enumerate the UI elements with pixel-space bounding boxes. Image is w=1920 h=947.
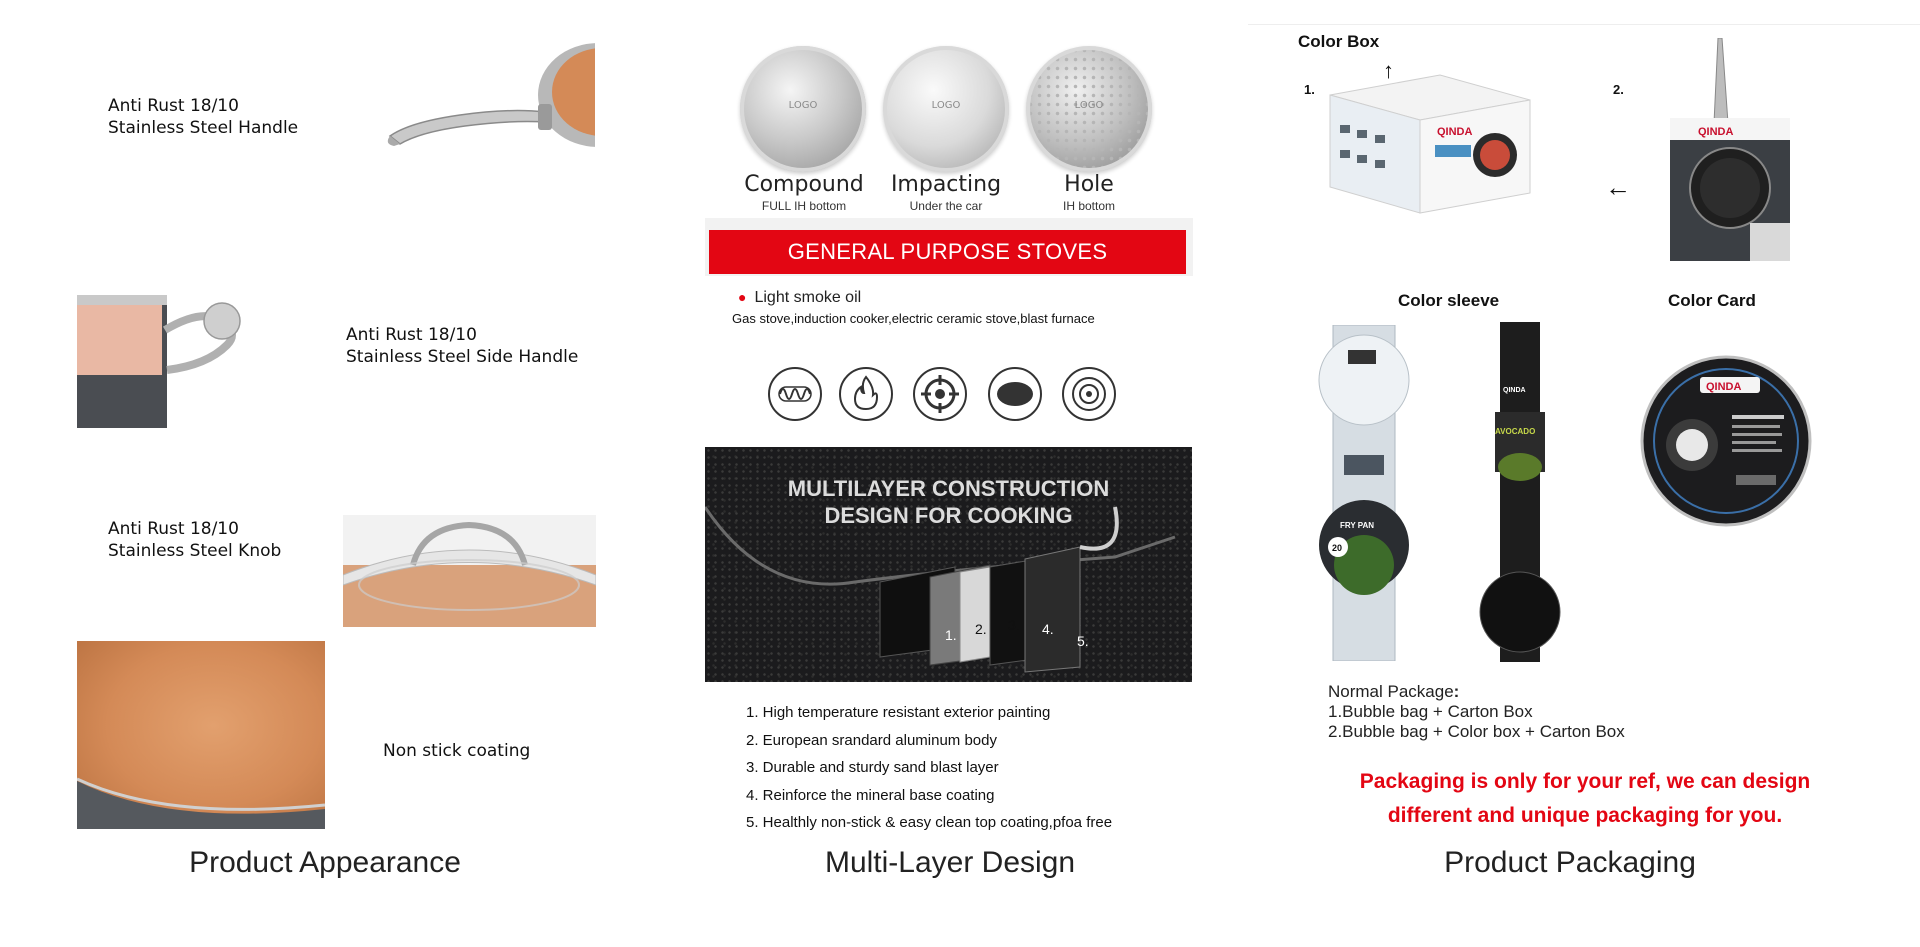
layer-list: 1. High temperature resistant exterior p… xyxy=(746,699,1112,837)
hole-subtitle: IH bottom xyxy=(1062,199,1116,213)
feature-knob-line2: Stainless Steel Knob xyxy=(108,541,282,561)
feature-knob-line1: Anti Rust 18/10 xyxy=(108,519,239,539)
induction-coil-icon xyxy=(768,367,822,421)
gas-burner-icon xyxy=(913,367,967,421)
option-2-number: 2. xyxy=(1613,82,1624,97)
impacting-subtitle: Under the car xyxy=(909,199,983,213)
arrow-left-icon: ← xyxy=(1605,172,1631,202)
layer-item: 1. High temperature resistant exterior p… xyxy=(746,704,1051,721)
disc-logo-label: LOGO xyxy=(788,100,818,111)
arrow-up-icon: ↑ xyxy=(1383,58,1394,83)
layer-marker-1: 1. xyxy=(945,627,957,643)
feature-side-handle-line2: Stainless Steel Side Handle xyxy=(346,347,579,367)
layer-item: 2. European srandard aluminum body xyxy=(746,731,997,749)
hob-ring-icon xyxy=(1062,367,1116,421)
normal-package-title-text: Normal Package xyxy=(1328,682,1454,701)
brand-logo: QINDA xyxy=(1698,126,1734,138)
construction-title: MULTILAYER CONSTRUCTION DESIGN FOR COOKI… xyxy=(705,475,1192,529)
disc-logo-label: LOGO xyxy=(931,100,961,111)
avocado-label: AVOCADO xyxy=(1495,427,1535,436)
hole-bottom-disc: LOGO xyxy=(1026,46,1152,172)
packaging-note: Packaging is only for your ref, we can d… xyxy=(1270,765,1900,833)
red-bullet-icon: ● xyxy=(738,289,747,305)
side-handle-photo xyxy=(77,275,242,428)
knob-photo xyxy=(343,515,596,627)
general-purpose-banner: GENERAL PURPOSE STOVES xyxy=(709,230,1186,274)
impacting-title: Impacting xyxy=(890,172,1002,197)
packaging-note-line1: Packaging is only for your ref, we can d… xyxy=(1359,770,1811,793)
packaging-caption: Product Packaging xyxy=(1444,846,1696,879)
package-option-2: 2.Bubble bag + Color box + Carton Box xyxy=(1328,722,1625,741)
multilayer-construction-panel: MULTILAYER CONSTRUCTION DESIGN FOR COOKI… xyxy=(705,447,1192,682)
coating-photo xyxy=(77,641,325,829)
packaging-note-line2: different and unique packaging for you. xyxy=(1387,804,1783,827)
color-sleeve-label: Color sleeve xyxy=(1398,291,1500,310)
feature-knob-text: Anti Rust 18/10 Stainless Steel Knob xyxy=(108,518,281,562)
stoves-text: Gas stove,induction cooker,electric cera… xyxy=(732,311,1095,326)
compound-subtitle: FULL IH bottom xyxy=(761,199,847,213)
flame-icon xyxy=(839,367,893,421)
appearance-caption: Product Appearance xyxy=(189,846,461,879)
compound-title: Compound xyxy=(744,172,864,197)
multilayer-caption: Multi-Layer Design xyxy=(824,846,1076,879)
normal-package-block: Normal Package: 1.Bubble bag + Carton Bo… xyxy=(1328,682,1625,742)
normal-package-colon: : xyxy=(1453,682,1460,701)
sleeve-size-label: 20 xyxy=(1332,543,1342,553)
color-sleeve-2-image: AVOCADO QINDA xyxy=(1475,322,1565,662)
layer-item: 3. Durable and sturdy sand blast layer xyxy=(746,759,999,776)
package-option-1: 1.Bubble bag + Carton Box xyxy=(1328,702,1533,721)
layer-marker-5: 5. xyxy=(1077,633,1089,649)
color-box-image: QINDA xyxy=(1325,65,1535,215)
normal-package-title: Normal Package: xyxy=(1328,682,1625,702)
feature-handle-line2: Stainless Steel Handle xyxy=(108,118,299,138)
brand-logo: QINDA xyxy=(1503,387,1526,394)
color-card-pan-image: QINDA xyxy=(1660,37,1795,263)
color-sleeve-1-image: FRY PAN 20 xyxy=(1318,324,1410,662)
top-divider xyxy=(1248,24,1920,25)
option-1-number: 1. xyxy=(1304,82,1315,97)
disc-logo-label: LOGO xyxy=(1074,100,1104,111)
construction-title-line1: MULTILAYER CONSTRUCTION xyxy=(787,476,1110,501)
layer-item: 4. Reinforce the mineral base coating xyxy=(746,786,995,804)
layer-marker-2: 2. xyxy=(975,621,987,637)
color-card-label: Color Card xyxy=(1668,291,1756,310)
compound-bottom-disc: LOGO xyxy=(740,46,866,172)
smoke-line: ● Light smoke oil xyxy=(738,289,861,307)
ceramic-plate-icon xyxy=(988,367,1042,421)
color-card-image: QINDA xyxy=(1640,355,1812,527)
handle-photo xyxy=(370,40,595,155)
layer-marker-4: 4. xyxy=(1042,621,1054,637)
feature-handle-line1: Anti Rust 18/10 xyxy=(108,96,239,116)
color-box-label: Color Box xyxy=(1298,32,1380,51)
feature-side-handle-line1: Anti Rust 18/10 xyxy=(346,325,477,345)
feature-coating-text: Non stick coating xyxy=(383,741,531,761)
fry-pan-label: FRY PAN xyxy=(1340,521,1374,530)
hole-title: Hole xyxy=(1064,172,1114,197)
impacting-bottom-disc: LOGO xyxy=(883,46,1009,172)
layer-item: 5. Healthly non-stick & easy clean top c… xyxy=(746,814,1113,831)
layer-marker-3: 3. xyxy=(1008,617,1020,633)
construction-title-line2: DESIGN FOR COOKING xyxy=(824,503,1073,528)
brand-logo: QINDA xyxy=(1437,126,1473,138)
brand-logo: QINDA xyxy=(1706,381,1742,393)
feature-handle-text: Anti Rust 18/10 Stainless Steel Handle xyxy=(108,95,298,139)
smoke-text: Light smoke oil xyxy=(754,289,862,306)
feature-side-handle-text: Anti Rust 18/10 Stainless Steel Side Han… xyxy=(346,324,578,368)
